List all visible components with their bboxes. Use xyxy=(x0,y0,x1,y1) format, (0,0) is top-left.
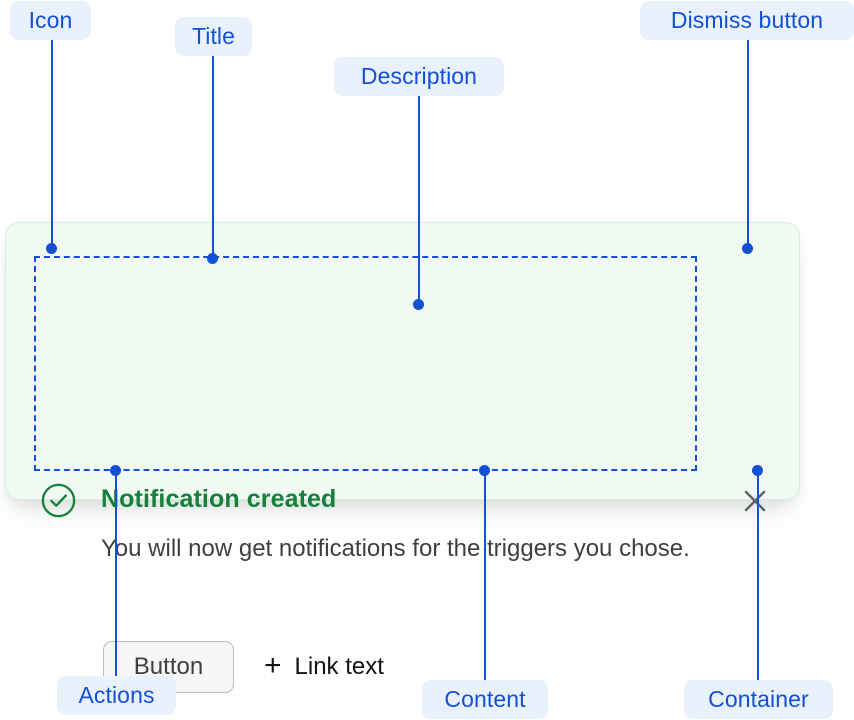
leader-dot-actions xyxy=(110,465,121,476)
leader-dot-title xyxy=(207,253,218,264)
action-link-label: Link text xyxy=(294,653,384,680)
leader-line-description xyxy=(418,96,420,304)
annotation-label-description: Description xyxy=(334,57,504,96)
leader-line-container xyxy=(757,470,759,680)
leader-dot-icon xyxy=(46,243,57,254)
leader-dot-container xyxy=(752,465,763,476)
annotation-label-title: Title xyxy=(175,17,252,56)
leader-dot-dismiss xyxy=(742,243,753,254)
annotation-label-content: Content xyxy=(422,680,548,719)
annotation-label-dismiss-button: Dismiss button xyxy=(640,1,854,40)
plus-icon: + xyxy=(264,649,282,682)
leader-line-title xyxy=(212,56,214,258)
notification-container: Notification created You will now get no… xyxy=(5,222,800,693)
notification-title: Notification created xyxy=(101,485,337,513)
leader-line-icon xyxy=(51,40,53,248)
leader-dot-content xyxy=(479,465,490,476)
notification-description: You will now get notifications for the t… xyxy=(101,535,690,562)
leader-line-content xyxy=(484,470,486,680)
annotation-label-icon: Icon xyxy=(10,1,91,40)
leader-dot-description xyxy=(413,299,424,310)
check-circle-icon xyxy=(41,483,76,518)
leader-line-dismiss xyxy=(747,40,749,248)
close-icon xyxy=(744,490,765,511)
annotation-label-actions: Actions xyxy=(57,676,176,715)
action-link[interactable]: + Link text xyxy=(264,649,384,682)
leader-line-actions xyxy=(115,470,117,676)
dismiss-button[interactable] xyxy=(737,483,772,518)
annotation-label-container: Container xyxy=(684,680,833,719)
